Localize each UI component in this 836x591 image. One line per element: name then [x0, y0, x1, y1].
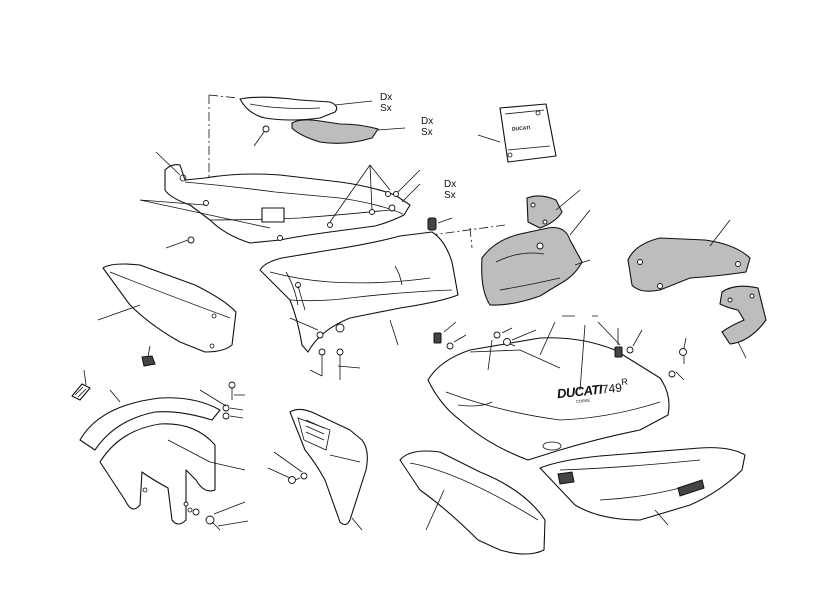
front-mudguard — [79, 389, 246, 525]
kit-bag — [477, 103, 557, 163]
lower-side-panel — [399, 450, 546, 555]
seat-pad — [291, 119, 406, 144]
main-fairing — [427, 315, 670, 461]
label-sx-bracket: Sx — [444, 190, 456, 201]
mudguard-fasteners — [183, 381, 249, 531]
seat-cowl-upper — [239, 96, 373, 121]
clip — [141, 345, 156, 367]
tail-fasteners — [139, 164, 421, 380]
fairing-logo-model: 749 — [601, 380, 623, 397]
air-duct — [289, 408, 368, 531]
screw-seat — [253, 125, 270, 147]
fairing-logo-suffix: R — [620, 376, 629, 388]
heat-shield-upper — [627, 219, 751, 292]
grommet — [427, 217, 453, 231]
side-inner-panel — [481, 209, 591, 306]
label-dx-bracket: Dx — [444, 179, 457, 190]
label-sx-pad: Sx — [421, 127, 433, 138]
cover-plate — [526, 189, 581, 229]
fairing-fasteners — [433, 321, 687, 381]
heat-shield-lower — [719, 285, 767, 359]
belly-pan — [539, 447, 746, 526]
tail-inner-panel — [259, 231, 459, 353]
badge-clip — [71, 369, 91, 401]
label-dx-seat: Dx — [380, 92, 393, 103]
tail-undertray — [155, 151, 411, 244]
left-side-panel — [97, 263, 237, 353]
label-sx-seat: Sx — [380, 103, 392, 114]
duct-fasteners — [267, 451, 308, 484]
label-dx-pad: Dx — [421, 116, 434, 127]
